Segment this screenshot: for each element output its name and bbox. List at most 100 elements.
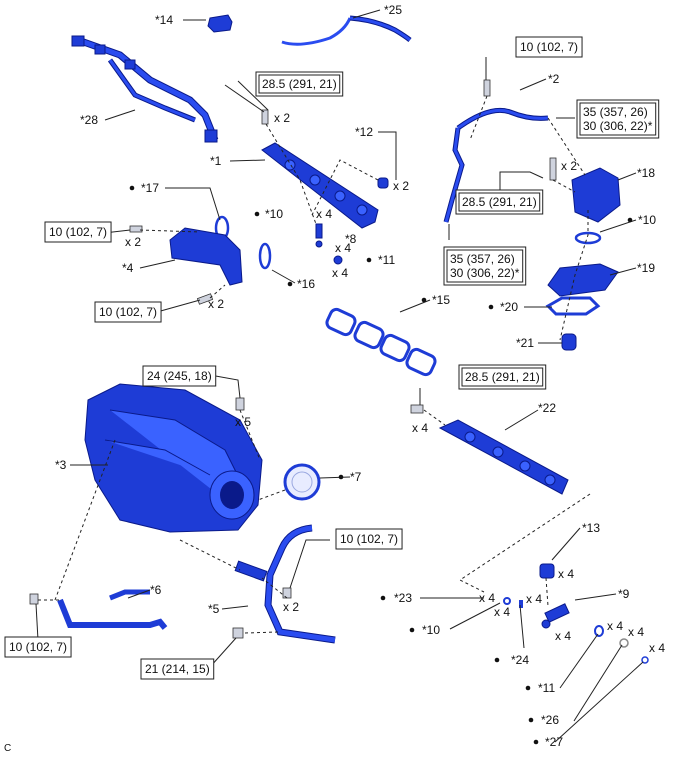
torque-box <box>458 364 547 390</box>
part-28-wire-harness <box>71 35 219 143</box>
callout-21: *21 <box>516 336 534 350</box>
torque-value: 30 (306, 22)* <box>450 266 520 280</box>
part-20-gasket <box>545 296 601 316</box>
part-6-water-pipe <box>57 598 168 630</box>
callout-1: *1 <box>210 154 222 168</box>
torque-value: 28.5 (291, 21) <box>262 77 337 91</box>
part-4-pipe <box>169 227 243 286</box>
torque-value: 24 (245, 18) <box>147 369 212 383</box>
part-8-injector <box>315 223 323 248</box>
callout-12: *12 <box>355 125 373 139</box>
part-14-bracket <box>207 14 233 33</box>
torque-value: 35 (357, 26) <box>583 105 648 119</box>
callout-22: *22 <box>538 401 556 415</box>
callout-11-b: *11 <box>538 681 555 695</box>
qty-label: x 4 <box>335 241 351 255</box>
callout-6: *6 <box>150 583 162 597</box>
torque-value: 28.5 (291, 21) <box>465 370 540 384</box>
callout-5: *5 <box>208 602 220 616</box>
part-11-o-ring <box>333 255 343 265</box>
part-9-injector <box>541 603 570 629</box>
quantity-labels: x 2 x 2 x 4 x 4 x 4 x 2 x 2 x 2 x 5 x 4 … <box>125 111 644 643</box>
torque-box <box>142 365 217 387</box>
bullet-dots <box>129 185 633 745</box>
qty-label: x 4 <box>526 592 542 606</box>
torque-value: 10 (102, 7) <box>99 305 157 319</box>
part-25-hose <box>281 15 412 46</box>
part-1-fuel-delivery-pipe <box>261 142 379 229</box>
callout-25: *25 <box>384 3 402 17</box>
callout-7: *7 <box>350 470 362 484</box>
callout-13: *13 <box>582 521 600 535</box>
part-2-fuel-pipe <box>443 107 549 223</box>
callout-14: *14 <box>155 13 173 27</box>
part-26-seal <box>619 638 629 648</box>
callout-16: *16 <box>297 277 315 291</box>
qty-label: x 4 <box>649 641 665 655</box>
qty-label: x 4 <box>332 266 348 280</box>
callout-10-c: *10 <box>422 623 440 637</box>
torque-box <box>576 99 660 139</box>
qty-label: x 4 <box>412 421 428 435</box>
callout-18: *18 <box>637 166 655 180</box>
bolt-icons <box>29 79 557 639</box>
part-15-intake-gasket <box>325 307 437 377</box>
torque-box-frames <box>4 36 660 680</box>
part-10-o-ring-b <box>574 231 602 245</box>
callout-26: *26 <box>541 713 559 727</box>
part-7-throttle-gasket <box>283 463 321 501</box>
qty-label: x 4 <box>555 629 571 643</box>
torque-box <box>455 189 544 215</box>
qty-label: x 2 <box>208 297 224 311</box>
part-27-seal <box>641 656 649 664</box>
torque-box-inner <box>458 192 541 212</box>
callout-10-a: *10 <box>265 207 283 221</box>
torque-value: 10 (102, 7) <box>49 225 107 239</box>
qty-label: x 4 <box>628 625 644 639</box>
part-22-fuel-delivery-pipe <box>438 419 569 495</box>
callout-15: *15 <box>432 293 450 307</box>
torque-value: 21 (214, 15) <box>145 662 210 676</box>
callout-4: *4 <box>122 261 134 275</box>
callout-27: *27 <box>545 735 563 749</box>
callout-17: *17 <box>141 181 159 195</box>
callout-20: *20 <box>500 300 518 314</box>
part-18-fuel-pump <box>571 167 621 223</box>
part-16-ring <box>258 242 272 270</box>
qty-label: x 4 <box>607 619 623 633</box>
leader-lines <box>35 9 644 743</box>
part-10-o-ring-c <box>503 597 511 605</box>
part-13-clamp <box>539 563 555 579</box>
callout-28: *28 <box>80 113 98 127</box>
callout-10-b: *10 <box>638 213 656 227</box>
part-5-water-bypass-hose <box>234 524 336 644</box>
qty-label: x 2 <box>393 179 409 193</box>
torque-box <box>140 658 215 680</box>
part-11-o-ring-b <box>594 625 604 637</box>
torque-box <box>515 36 583 58</box>
torque-box-inner <box>579 102 657 136</box>
torque-box <box>4 636 72 658</box>
part-3-intake-manifold <box>84 383 263 533</box>
qty-label: x 2 <box>561 159 577 173</box>
callout-19: *19 <box>637 261 655 275</box>
qty-label: x 2 <box>274 111 290 125</box>
callout-9: *9 <box>618 587 630 601</box>
callout-11-a: *11 <box>378 253 395 267</box>
part-6-branch <box>109 589 150 601</box>
qty-label: x 2 <box>125 235 141 249</box>
callout-labels: *14 *25 *28 *1 *12 *17 *10 *8 *11 *4 *16… <box>55 3 656 749</box>
qty-label: x 4 <box>558 567 574 581</box>
part-19-lifter-housing <box>547 263 619 297</box>
torque-value: 10 (102, 7) <box>9 640 67 654</box>
torque-box-inner <box>258 74 341 94</box>
torque-box <box>255 71 344 97</box>
part-24-spacer <box>519 600 523 608</box>
torque-value: 28.5 (291, 21) <box>462 195 537 209</box>
callout-23: *23 <box>394 591 412 605</box>
torque-value: 10 (102, 7) <box>340 532 398 546</box>
torque-value: 10 (102, 7) <box>520 40 578 54</box>
torque-box <box>335 528 403 550</box>
torque-labels: 10 (102, 7) 28.5 (291, 21) 35 (357, 26) … <box>9 40 653 676</box>
